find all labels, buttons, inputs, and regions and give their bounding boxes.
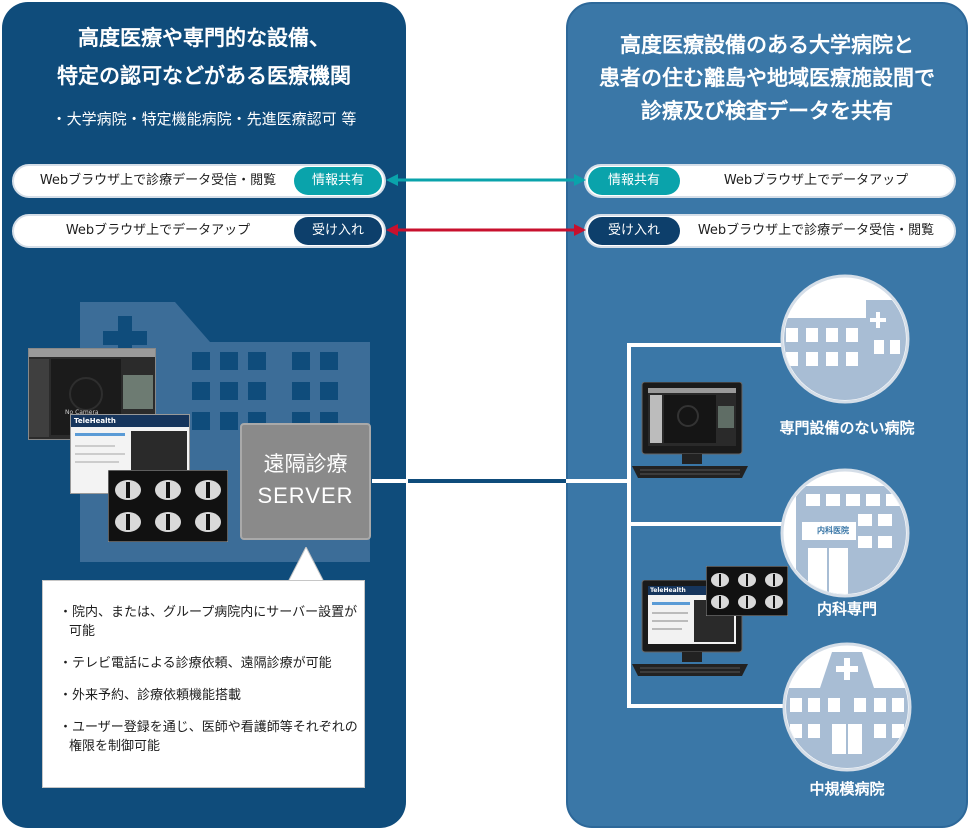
branch-line-top	[627, 343, 787, 347]
right-title-line3: 診療及び検査データを共有	[641, 99, 893, 123]
callout-pointer	[288, 547, 324, 582]
right-pill2-text: Webブラウザ上で診療データ受信・閲覧	[697, 223, 935, 238]
feature-item: ・院内、または、グループ病院内にサーバー設置が可能	[59, 605, 358, 639]
no-camera-text: No Camera	[65, 409, 99, 416]
facility-label-no-equipment: 専門設備のない病院	[779, 419, 915, 437]
small-hospital-icon	[780, 274, 910, 404]
telehealth-app-name: TeleHealth	[74, 417, 116, 425]
left-title-line2: 特定の認可などがある医療機関	[57, 64, 351, 88]
feature-item: ・テレビ電話による診療依頼、遠隔診療が可能	[59, 656, 332, 671]
right-accept-pill: 受け入れ Webブラウザ上で診療データ受信・閲覧	[584, 214, 956, 248]
server-features-callout: ・院内、または、グループ病院内にサーバー設置が可能 ・テレビ電話による診療依頼、…	[42, 580, 365, 788]
right-accept-badge: 受け入れ	[588, 217, 680, 245]
left-accept-badge: 受け入れ	[294, 217, 382, 245]
monitor-camera-icon	[632, 382, 748, 478]
left-accept-pill: Webブラウザ上でデータアップ 受け入れ	[12, 214, 386, 248]
left-info-share-badge: 情報共有	[294, 167, 382, 195]
clinic-sign-text: 内科医院	[817, 526, 849, 535]
right-connection-line	[566, 479, 630, 483]
ct-scan-overlay-icon	[706, 566, 788, 616]
clinic-building-icon	[780, 468, 910, 598]
facility-label-internal-medicine: 内科専門	[816, 600, 877, 618]
right-info-share-badge: 情報共有	[588, 167, 680, 195]
server-label-en: SERVER	[257, 483, 354, 508]
telehealth-app-name-right: TeleHealth	[650, 587, 686, 594]
feature-item: ・外来予約、診療依頼機能搭載	[59, 688, 242, 703]
left-subtitle: ・大学病院・特定機能病院・先進医療認可 等	[51, 110, 357, 128]
right-title-line2: 患者の住む離島や地域医療施設間で	[599, 66, 935, 90]
branch-line-bottom	[627, 704, 787, 708]
left-info-share-pill: Webブラウザ上で診療データ受信・閲覧 情報共有	[12, 164, 386, 198]
left-panel: 高度医療や専門的な設備、 特定の認可などがある医療機関 ・大学病院・特定機能病院…	[2, 2, 406, 828]
info-share-arrow-icon	[386, 174, 586, 186]
right-title-line1: 高度医療設備のある大学病院と	[620, 33, 914, 57]
right-pill1-text: Webブラウザ上でデータアップ	[723, 173, 909, 188]
left-title-line1: 高度医療や専門的な設備、	[78, 26, 330, 50]
server-connection-line	[372, 479, 408, 483]
medium-hospital-icon	[782, 642, 912, 772]
right-info-share-pill: 情報共有 Webブラウザ上でデータアップ	[584, 164, 956, 198]
accept-arrow-icon	[386, 224, 586, 236]
left-pill1-text: Webブラウザ上で診療データ受信・閲覧	[39, 173, 277, 188]
feature-item: ・ユーザー登録を通じ、医師や看護師等それぞれの権限を制御可能	[59, 720, 358, 754]
telemedicine-server-box: 遠隔診療 SERVER	[240, 423, 371, 540]
left-pill2-text: Webブラウザ上でデータアップ	[65, 223, 251, 238]
branch-line-mid	[627, 522, 782, 526]
ct-scan-grid-icon	[108, 470, 228, 542]
server-features-list: ・院内、または、グループ病院内にサーバー設置が可能 ・テレビ電話による診療依頼、…	[43, 581, 364, 756]
facility-label-medium-hospital: 中規模病院	[809, 780, 885, 798]
gap-connection-line	[408, 479, 566, 483]
server-label-jp: 遠隔診療	[263, 452, 348, 476]
